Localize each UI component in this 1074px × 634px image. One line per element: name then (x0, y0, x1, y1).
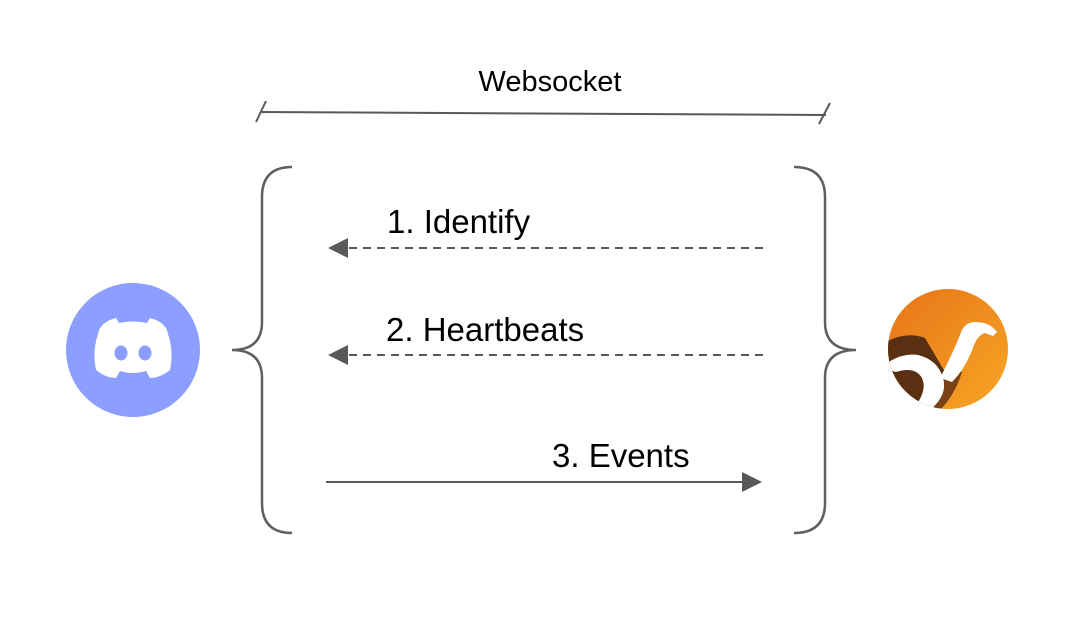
left-curly-brace (231, 165, 293, 535)
message-label-identify: 1. Identify (387, 203, 531, 240)
right-curly-brace (793, 165, 857, 535)
message-label-events: 3. Events (552, 437, 690, 474)
message-label-heartbeats: 2. Heartbeats (386, 311, 584, 348)
websocket-label: Websocket (479, 66, 622, 98)
camel-logo-icon (888, 289, 1008, 409)
websocket-span-line (255, 100, 831, 125)
discord-logo-icon (66, 283, 200, 417)
